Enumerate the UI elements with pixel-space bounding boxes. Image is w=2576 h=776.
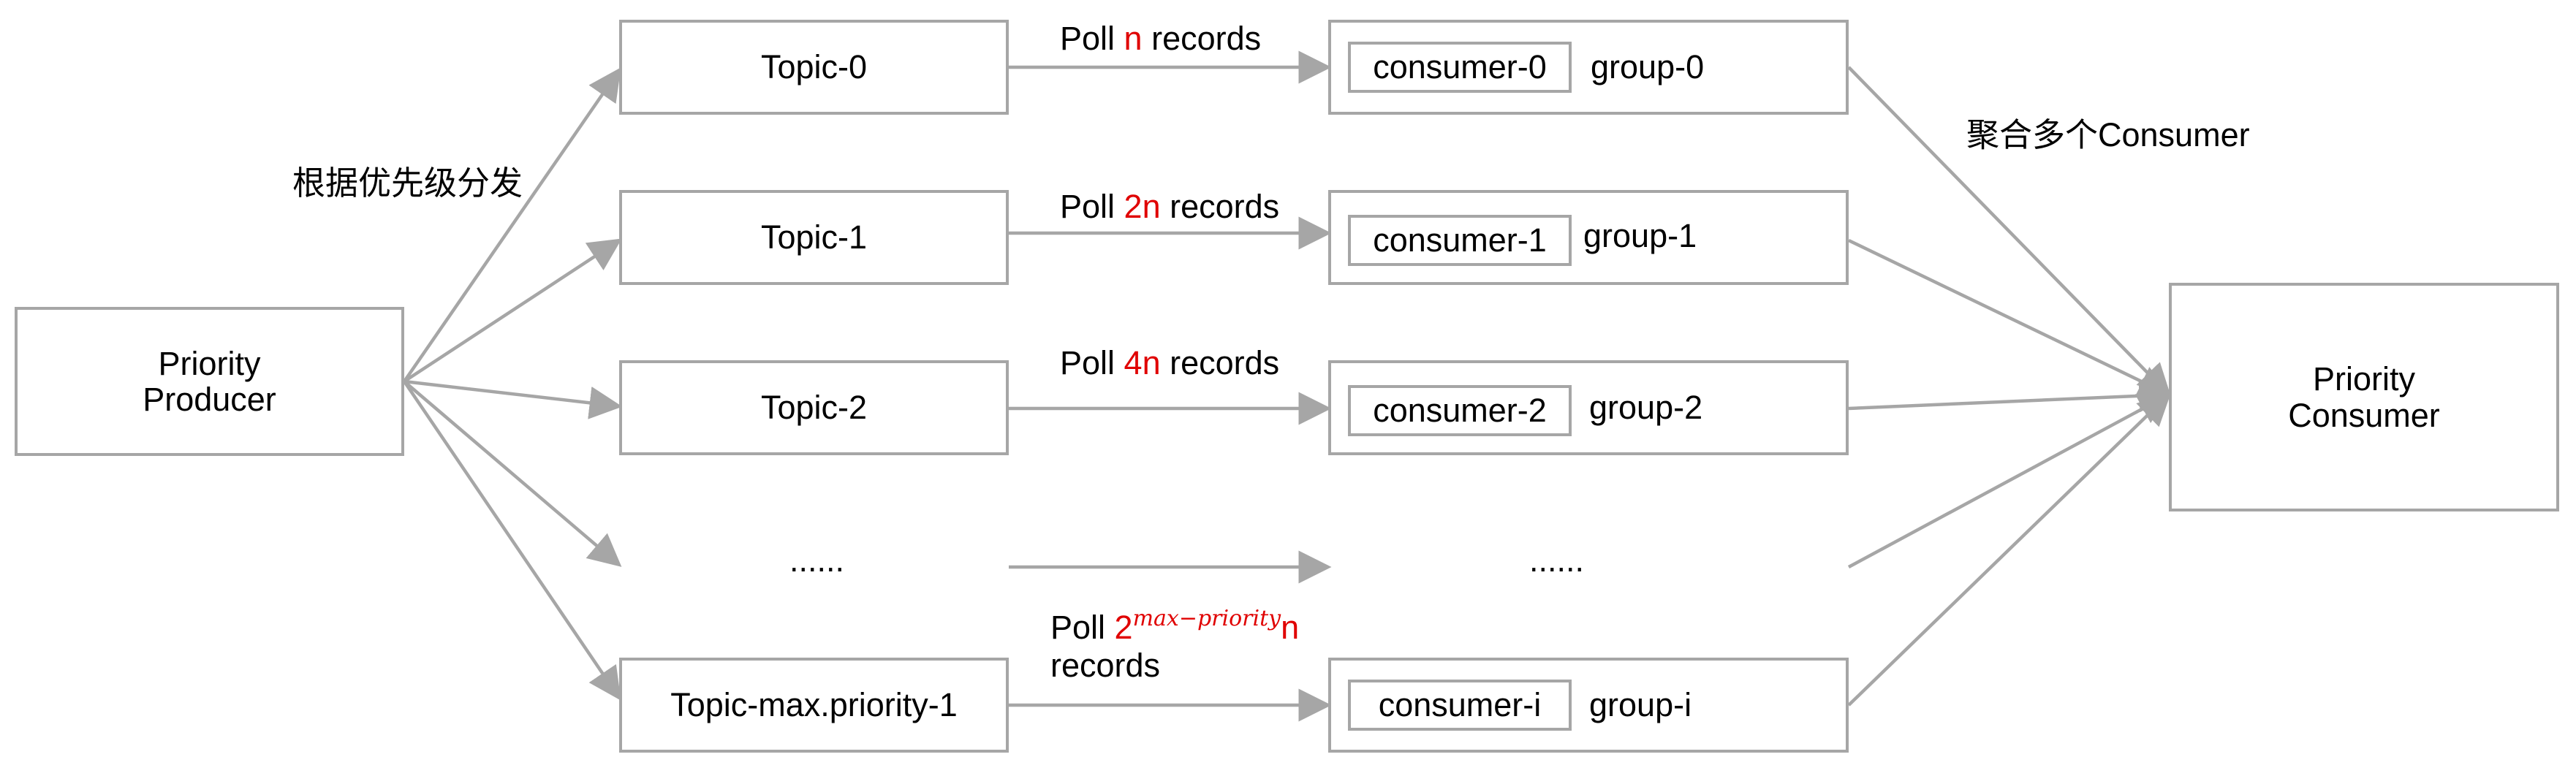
group-name: group-2	[1589, 389, 1703, 426]
consumer-name-box: consumer-0	[1348, 42, 1572, 93]
consumer-group-box: consumer-2 group-2	[1328, 360, 1849, 455]
consumer-line2: Consumer	[2288, 396, 2440, 434]
topic-label: Topic-2	[760, 389, 868, 427]
poll-suffix: records	[1142, 20, 1262, 57]
arrow-producer-topic-ellipsis	[403, 380, 622, 567]
topic-box: Topic-max.priority-1	[619, 658, 1009, 753]
consumer-name-box: consumer-i	[1348, 680, 1572, 731]
priority-consumer-box: Priority Consumer	[2169, 283, 2559, 511]
arrow-producer-topic-max	[403, 380, 621, 701]
arrow-group-2-consumer	[1848, 379, 2172, 413]
topic-label: Topic-0	[760, 48, 868, 86]
consumer-name-box: consumer-2	[1348, 385, 1572, 436]
poll-amount: 4n	[1124, 344, 1161, 381]
poll-amount: n	[1124, 20, 1143, 57]
poll-exponent: max−priority	[1132, 606, 1281, 631]
consumer-name: consumer-2	[1373, 392, 1547, 430]
topic-ellipsis: ......	[789, 541, 845, 579]
consumer-name: consumer-0	[1373, 48, 1547, 86]
topic-label: Topic-max.priority-1	[670, 686, 958, 724]
poll-prefix: Poll	[1050, 609, 1115, 646]
consumer-name: consumer-i	[1378, 686, 1542, 724]
poll-label: Poll 2n records	[1060, 189, 1279, 225]
arrow-group-0-consumer	[1847, 66, 2172, 397]
arrow-producer-topic-2	[404, 379, 623, 419]
producer-line2: Producer	[143, 381, 276, 418]
arrow-group-ellipsis-consumer	[1847, 392, 2172, 568]
poll-prefix: Poll	[1060, 20, 1124, 57]
arrow-producer-topic-1	[403, 238, 622, 383]
group-name: group-i	[1589, 686, 1692, 723]
poll-label: Poll n records	[1060, 20, 1261, 57]
topic-label: Topic-1	[760, 218, 868, 256]
consumer-line1: Priority	[2312, 360, 2415, 397]
poll-amount: 2n	[1124, 188, 1161, 225]
priority-producer-box: Priority Producer	[15, 307, 404, 456]
poll-label: Poll 4n records	[1060, 345, 1279, 381]
poll-prefix: Poll	[1060, 344, 1124, 381]
dispatch-label: 根据优先级分发	[292, 164, 523, 202]
aggregate-label: 聚合多个Consumer	[1966, 116, 2250, 153]
group-name: group-0	[1591, 48, 1705, 85]
consumer-group-box: consumer-0 group-0	[1328, 20, 1849, 115]
poll-base: 2	[1114, 609, 1133, 646]
topic-box: Topic-2	[619, 360, 1009, 455]
topic-box: Topic-0	[619, 20, 1009, 115]
poll-n: n	[1281, 609, 1300, 646]
arrow-group-1-consumer	[1848, 238, 2172, 397]
poll-suffix: records	[1160, 344, 1280, 381]
group-name: group-1	[1583, 217, 1697, 254]
consumer-group-box: consumer-1 group-1	[1328, 190, 1849, 285]
poll-suffix: records	[1160, 188, 1280, 225]
producer-line1: Priority	[158, 344, 261, 382]
poll-label: Poll 2max−priorityn records	[1050, 606, 1299, 685]
poll-suffix: records	[1050, 646, 1161, 684]
poll-prefix: Poll	[1060, 188, 1124, 225]
arrow-producer-topic-0	[403, 67, 621, 383]
consumer-name-box: consumer-1	[1348, 215, 1572, 266]
consumer-group-box: consumer-i group-i	[1328, 658, 1849, 753]
arrow-group-i-consumer	[1847, 392, 2172, 707]
consumer-ellipsis: ......	[1529, 541, 1585, 579]
topic-box: Topic-1	[619, 190, 1009, 285]
consumer-name: consumer-1	[1373, 221, 1547, 259]
